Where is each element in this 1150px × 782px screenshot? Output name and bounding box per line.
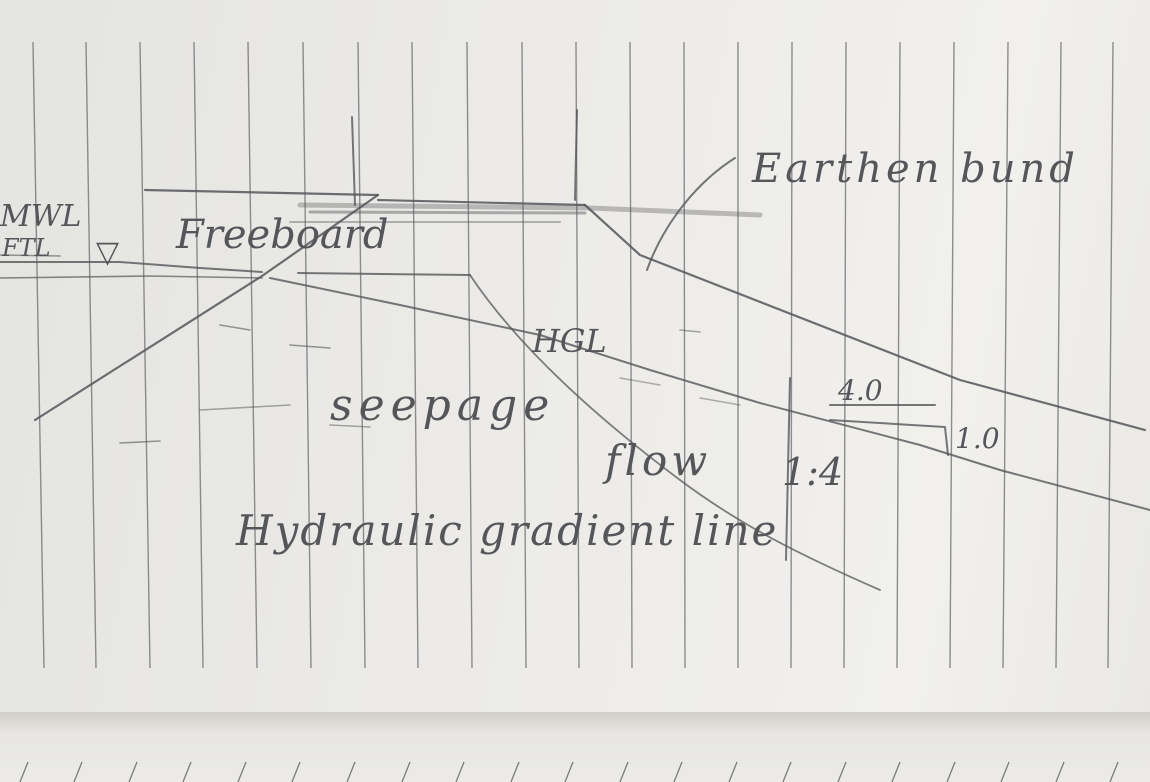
slope-vertical-label: 1.0 xyxy=(955,422,1000,455)
flow-label: flow xyxy=(602,436,711,485)
freeboard-label: Freeboard xyxy=(175,212,388,258)
hgl-label: HGL xyxy=(531,322,607,360)
side-ratio-label: 1:4 xyxy=(782,450,843,494)
seepage-label: seepage xyxy=(330,380,555,431)
lower-page-rules xyxy=(19,761,1119,782)
earthen-bund-label: Earthen bund xyxy=(751,146,1079,192)
embankment-outline xyxy=(0,109,1150,591)
hydraulic-gradient-line-label: Hydraulic gradient line xyxy=(235,506,778,555)
water-level-symbol: ▽ xyxy=(96,235,119,270)
ftl-label: FTL xyxy=(1,234,51,262)
mwl-label: MWL xyxy=(0,199,81,234)
slope-horizontal-label: 4.0 xyxy=(837,374,883,407)
sketch-labels: MWL FTL ▽ Freeboard Earthen bund HGL see… xyxy=(0,146,1079,555)
next-notebook-page xyxy=(0,712,1150,782)
notebook-rules xyxy=(32,41,1114,669)
